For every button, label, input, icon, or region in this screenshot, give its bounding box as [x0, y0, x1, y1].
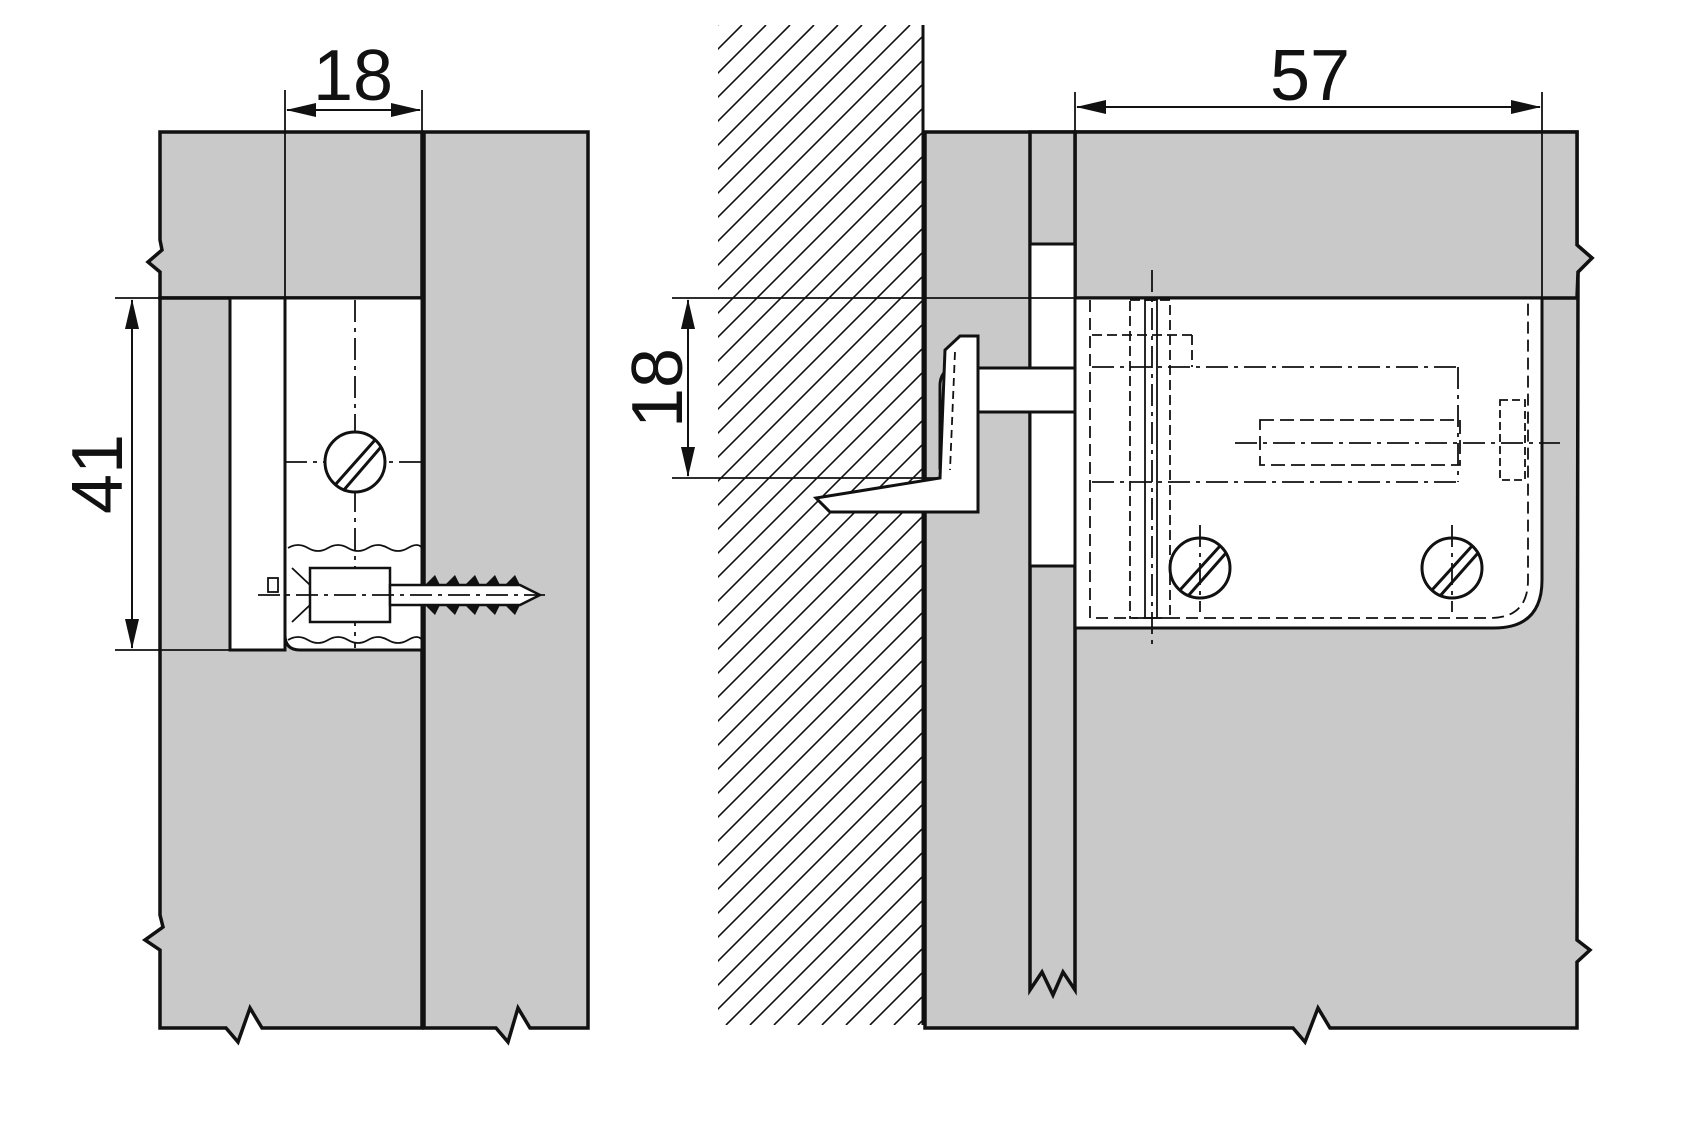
left-fitting-plate [228, 296, 287, 652]
wall-hatch-line [718, 466, 923, 675]
right-view: 57 18 [618, 25, 1595, 1046]
wall-hatch-line [718, 154, 923, 363]
right-dim-length-label: 57 [1270, 36, 1350, 116]
wall-hatch-line [718, 682, 923, 891]
wall-hatch-line [725, 826, 923, 1025]
wall-hatch-line [718, 730, 923, 939]
wall-hatch-line [718, 802, 923, 1011]
left-cam-screw-icon [323, 430, 387, 494]
wall-section [718, 25, 923, 1025]
wall-hatch-line [718, 25, 887, 195]
wall-hatch-line [718, 58, 923, 267]
wall-hatch-line [718, 322, 923, 531]
right-dim-height-label: 18 [618, 348, 698, 428]
wall-hatch-line [718, 82, 923, 291]
wall-hatch-line [718, 178, 923, 387]
wall-hatch-line [749, 850, 923, 1025]
wall-hatch-line [718, 490, 923, 699]
wall-hatch-line [718, 130, 923, 339]
wall-hatch-line [718, 658, 923, 867]
wall-hatch-line [718, 394, 923, 603]
wall-hatch-line [718, 346, 923, 555]
wall-hatch-line [718, 370, 923, 579]
left-dim-height-label: 41 [58, 434, 138, 514]
wall-hatch-line [718, 418, 923, 627]
left-view: 18 41 [58, 36, 590, 1046]
wall-hatch-line [718, 514, 923, 723]
left-dim-width-label: 18 [313, 36, 393, 116]
wall-hook-tab [812, 334, 980, 514]
wall-hatch-line [718, 754, 923, 963]
wall-hatch-line [718, 778, 923, 987]
wall-hatch-line [718, 25, 911, 219]
wall-hatch-line [718, 34, 923, 243]
wall-hatch-line [718, 442, 923, 651]
wall-hatch-line [718, 106, 923, 315]
wall-hatch-line [718, 706, 923, 915]
